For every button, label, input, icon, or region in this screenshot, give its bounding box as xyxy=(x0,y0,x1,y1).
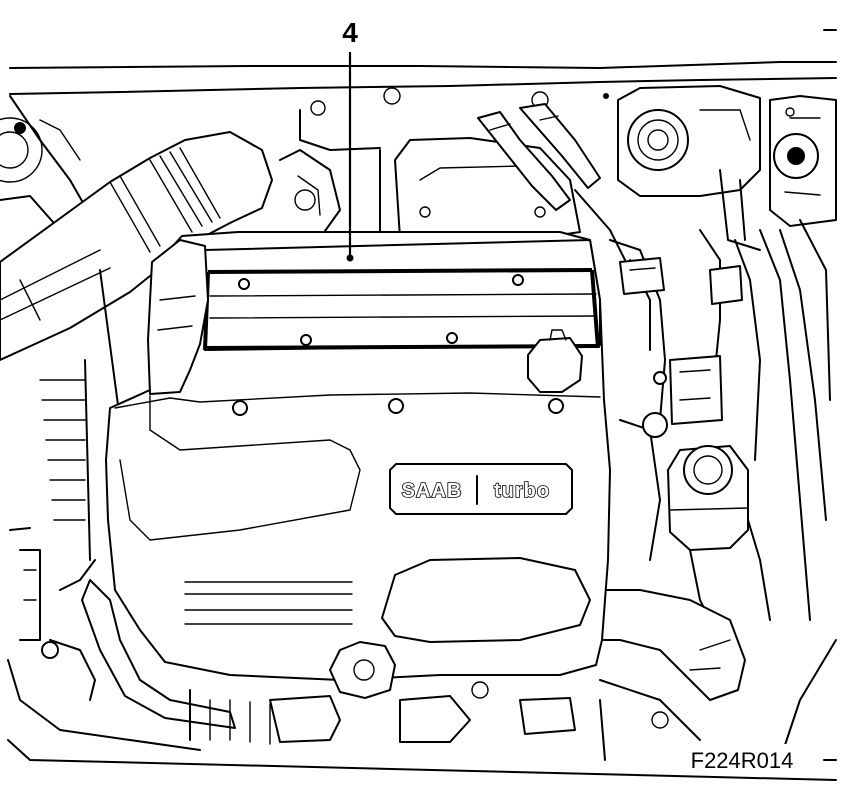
saab-turbo-badge: SAAB turbo xyxy=(389,463,573,515)
brake-fluid-reservoir xyxy=(667,445,771,641)
coolant-reservoir xyxy=(617,85,761,251)
intake-elbow xyxy=(147,239,209,395)
callout-4: 4 xyxy=(342,17,358,262)
badge-brand-text: SAAB xyxy=(402,480,463,502)
right-side-harnesses xyxy=(609,219,831,621)
upper-right-hoses xyxy=(477,103,626,261)
badge-model-text: turbo xyxy=(494,480,550,502)
intake-hose xyxy=(0,131,273,361)
lower-center-parts xyxy=(189,681,606,761)
callout-number: 4 xyxy=(342,17,358,48)
figure-code-text: F224R014 xyxy=(691,748,794,773)
figure-code-label: F224R014 xyxy=(668,744,816,774)
engine-bay-frame xyxy=(7,29,837,781)
lower-right-pipe xyxy=(599,589,746,741)
callout-dot xyxy=(346,254,354,262)
right-strut-tower xyxy=(769,95,837,227)
camshaft-cover xyxy=(203,239,601,393)
rear-center-components xyxy=(279,87,609,241)
left-lower-hoses xyxy=(41,559,236,729)
